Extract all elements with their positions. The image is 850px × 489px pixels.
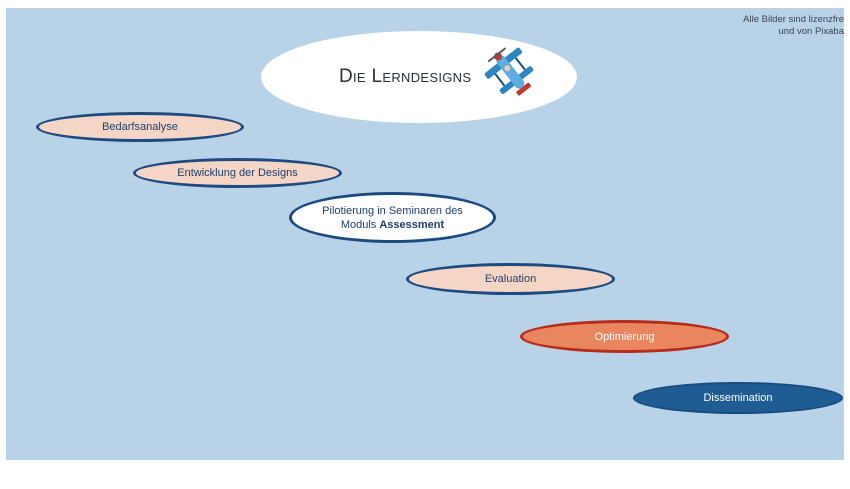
step-dissemination: Dissemination [633,382,843,414]
step-pilotierung-label-line2: Moduls Assessment [322,218,463,232]
credit-line-2: und von Pixaba [778,26,845,37]
step-optimierung-label: Optimierung [594,330,655,343]
step-pilotierung-label-bold: Assessment [379,218,445,231]
step-bedarfsanalyse: Bedarfsanalyse [36,112,244,142]
step-optimierung: Optimierung [520,320,729,353]
slide-title: Die Lerndesigns [339,66,472,87]
step-pilotierung-label-line1: Pilotierung in Seminaren des [322,204,463,217]
presentation-slide: Alle Bilder sind lizenzfre und von Pixab… [6,8,844,460]
step-bedarfsanalyse-label: Bedarfsanalyse [102,121,178,133]
credit-line-1: Alle Bilder sind lizenzfre [743,14,844,25]
step-entwicklung-label: Entwicklung der Designs [177,167,298,179]
biplane-icon [484,45,537,101]
image-credit-note: Alle Bilder sind lizenzfre und von Pixab… [714,14,844,38]
step-dissemination-label: Dissemination [703,392,773,404]
step-pilotierung-label-prefix: Moduls [340,218,380,231]
step-pilotierung: Pilotierung in Seminaren des Moduls Asse… [289,192,496,243]
step-evaluation: Evaluation [406,263,615,295]
step-entwicklung: Entwicklung der Designs [133,158,342,188]
step-evaluation-label: Evaluation [484,273,537,285]
title-ellipse: Die Lerndesigns [261,31,577,123]
